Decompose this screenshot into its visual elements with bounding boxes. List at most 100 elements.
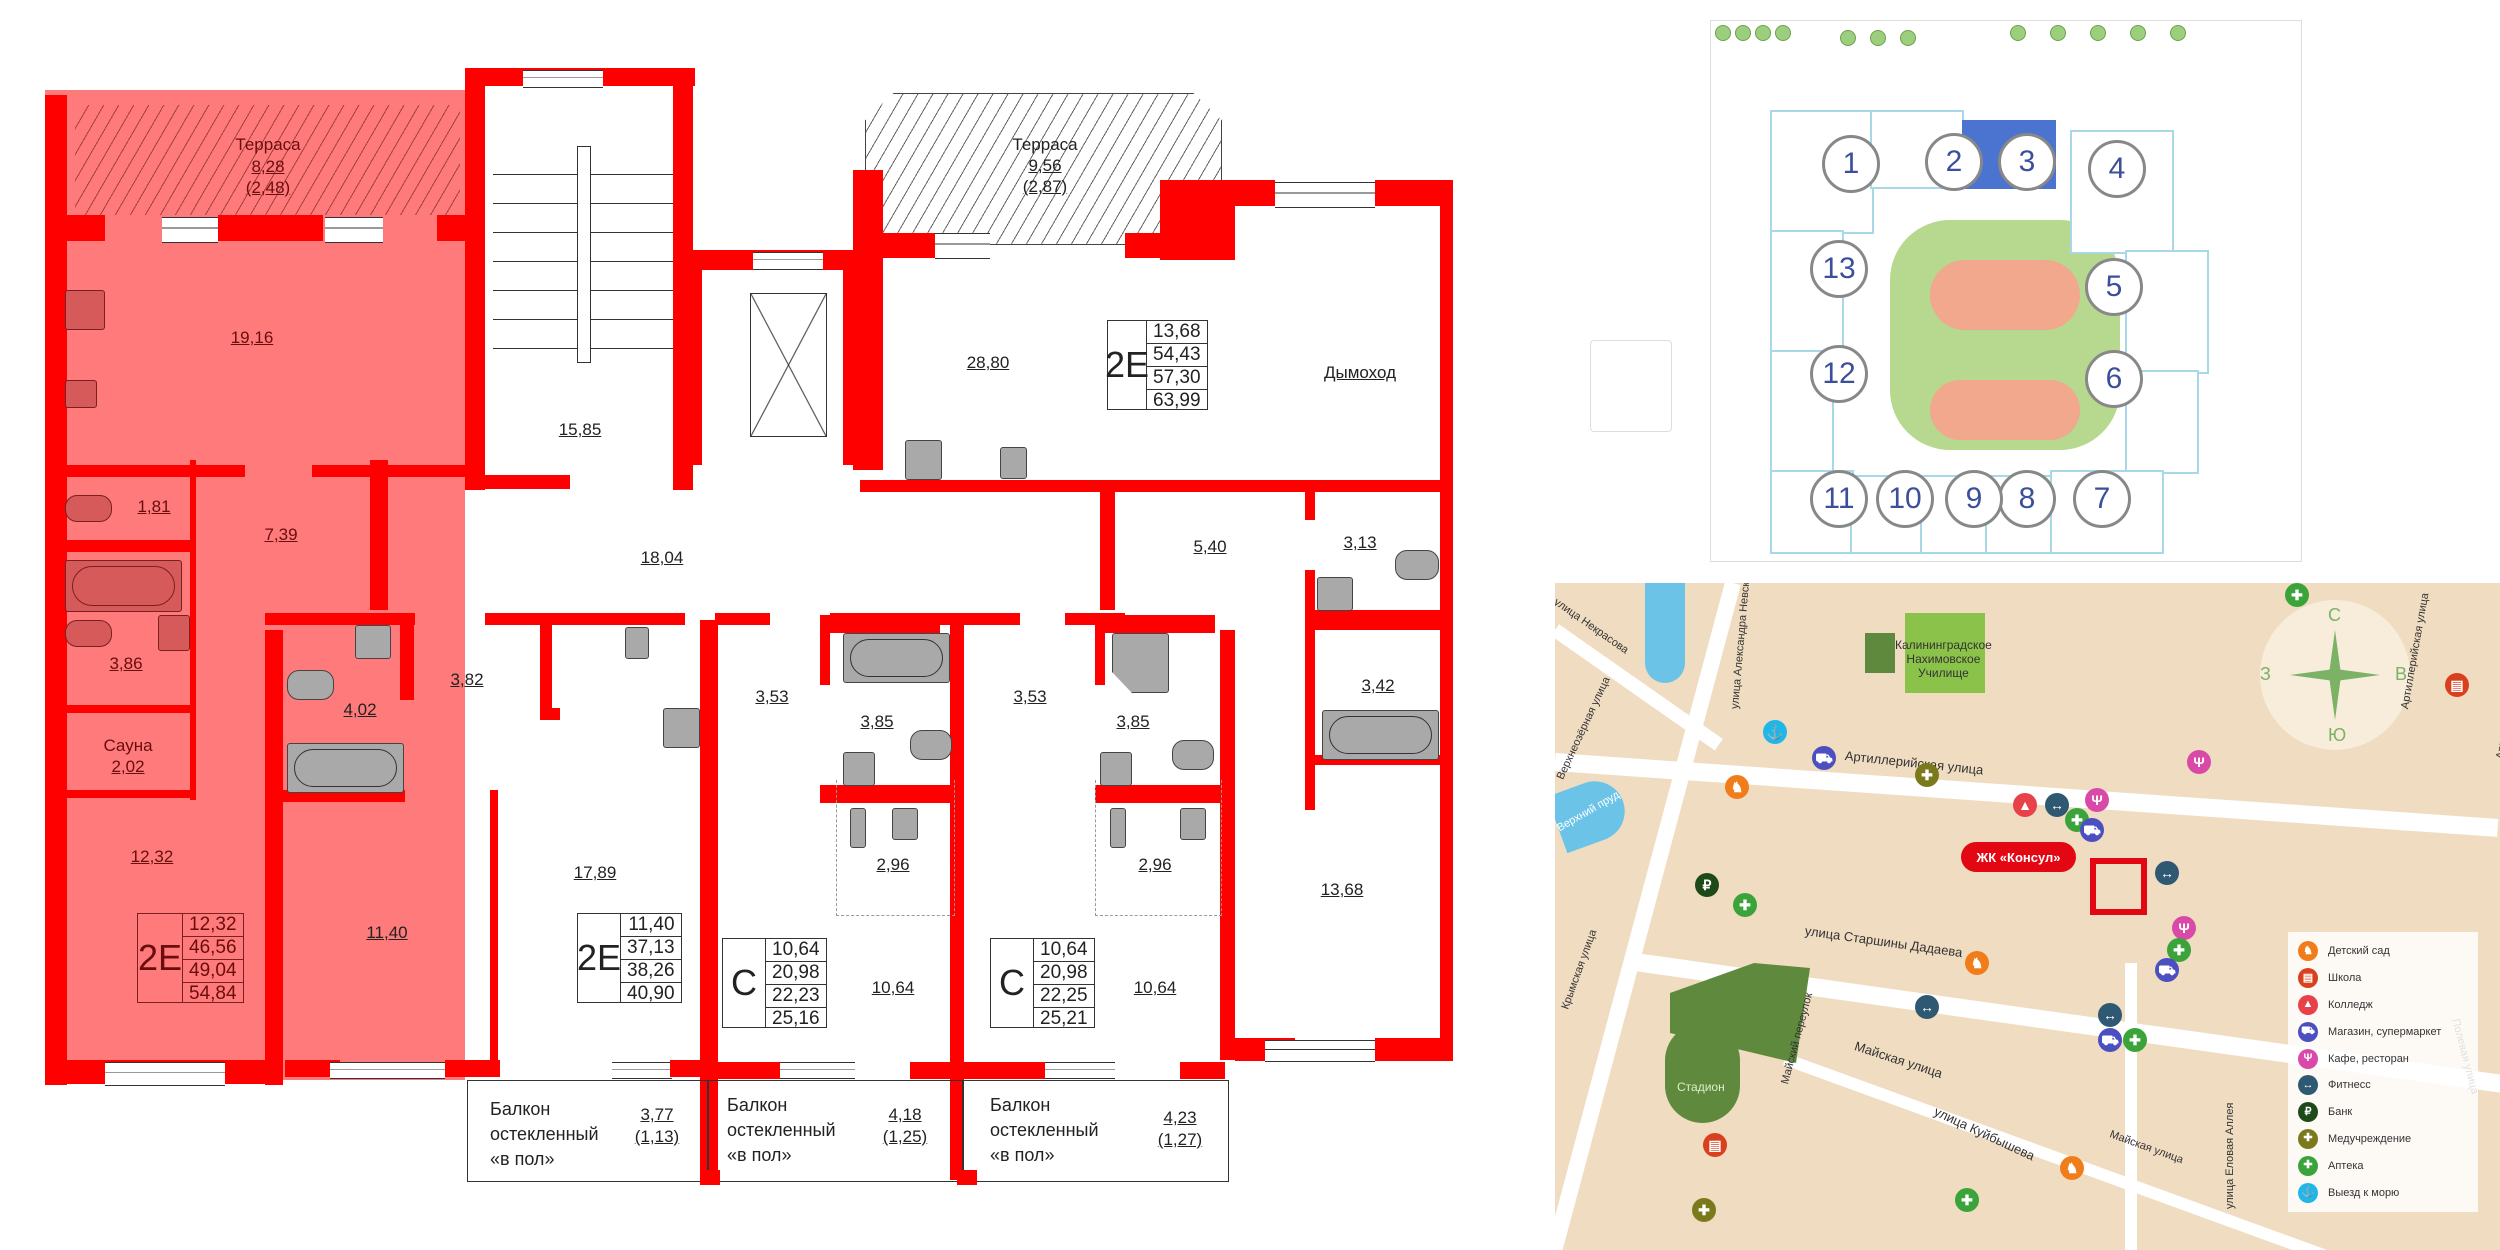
dumbbell-icon[interactable]: ↔: [1915, 995, 1939, 1019]
fork-knife-icon[interactable]: Ψ: [2172, 916, 2196, 940]
room-area-kitchen: 19,16: [230, 328, 274, 347]
building-1[interactable]: 1: [1822, 135, 1880, 193]
pharmacy-cross-icon[interactable]: ✚: [2285, 583, 2309, 607]
balcony-studio-b: [962, 1080, 1229, 1182]
cart-icon[interactable]: ⛟: [2098, 1028, 2122, 1052]
graduation-cap-icon[interactable]: ▲: [2013, 793, 2037, 817]
room-area-corridor: 18,04: [640, 548, 684, 567]
cart-icon[interactable]: ⛟: [2155, 958, 2179, 982]
apartment-type: 2E: [1105, 321, 1149, 409]
dumbbell-icon[interactable]: ↔: [2155, 861, 2179, 885]
ruble-icon: ₽: [2298, 1102, 2318, 1123]
building-6[interactable]: 6: [2085, 350, 2143, 408]
toilet-icon: [65, 620, 112, 647]
washing-machine-icon: [355, 625, 391, 659]
room-area-bedroom-13-68: 13,68: [1320, 880, 1364, 899]
building-3[interactable]: 3: [1998, 133, 2056, 191]
sink-icon: [1180, 808, 1206, 840]
fork-knife-icon[interactable]: Ψ: [2187, 750, 2211, 774]
stove-icon: [905, 440, 942, 480]
book-icon[interactable]: ▤: [1703, 1133, 1727, 1157]
shower-icon: [1112, 633, 1169, 693]
complex-badge[interactable]: ЖК «Консул»: [1961, 842, 2076, 872]
building-2[interactable]: 2: [1925, 133, 1983, 191]
balcony-area-studio-a: 4,18: [888, 1105, 922, 1124]
cart-icon[interactable]: ⛟: [1812, 746, 1836, 770]
apartment-info-box-highlighted[interactable]: 2E 12,32 46,56 49,04 54,84: [137, 913, 244, 1004]
building-13[interactable]: 13: [1810, 240, 1868, 298]
full-area: 63,99: [1153, 390, 1201, 411]
balcony-middle: [467, 1080, 709, 1182]
balcony-coef-studio-a: (1,25): [882, 1127, 928, 1146]
horse-icon[interactable]: ♞: [2060, 1156, 2084, 1180]
fork-knife-icon[interactable]: Ψ: [2085, 788, 2109, 812]
room-area-hall: 7,39: [264, 525, 298, 544]
sink-icon: [65, 380, 97, 408]
graduation-cap-icon: ▲: [2298, 994, 2318, 1015]
bathtub-icon: [287, 743, 404, 793]
toilet-icon: [910, 730, 952, 760]
balcony-area-studio-b: 4,23: [1163, 1108, 1197, 1127]
cart-icon: ⛟: [2298, 1021, 2318, 1042]
horse-icon[interactable]: ♞: [1725, 775, 1749, 799]
medkit-icon[interactable]: ✚: [1915, 763, 1939, 787]
apartment-info-box-studio-a[interactable]: С 10,64 20,98 22,23 25,16: [722, 938, 827, 1029]
pharmacy-cross-icon[interactable]: ✚: [1955, 1188, 1979, 1212]
kitchen-zone-dashed: [836, 780, 955, 916]
apartment-info-box-top[interactable]: 2E 13,68 54,43 57,30 63,99: [1105, 320, 1208, 411]
balcony-label-middle: Балкон остекленный «в пол»: [490, 1099, 599, 1169]
building-12[interactable]: 12: [1810, 345, 1868, 403]
apartment-info-box-studio-b[interactable]: С 10,64 20,98 22,25 25,21: [990, 938, 1095, 1029]
cart-icon[interactable]: ⛟: [2080, 818, 2104, 842]
room-area-room-10-64-b: 10,64: [1133, 978, 1177, 997]
building-5[interactable]: 5: [2085, 258, 2143, 316]
pharmacy-cross-icon[interactable]: ✚: [1733, 893, 1757, 917]
medkit-icon[interactable]: ✚: [1692, 1198, 1716, 1222]
building-11[interactable]: 11: [1810, 470, 1868, 528]
apartment-info-box-middle[interactable]: 2E 11,40 37,13 38,26 40,90: [577, 913, 682, 1004]
legend-item-college: ▲Колледж: [2298, 992, 2468, 1019]
medkit-icon: ✚: [2298, 1128, 2318, 1149]
toilet-icon: [65, 495, 112, 522]
pharmacy-cross-icon[interactable]: ✚: [2167, 938, 2191, 962]
toilet-icon: [1172, 740, 1214, 770]
dumbbell-icon[interactable]: ↔: [2045, 793, 2069, 817]
room-area-room-10-64: 10,64: [871, 978, 915, 997]
building-10[interactable]: 10: [1876, 470, 1934, 528]
kitchen-zone-dashed: [1095, 780, 1222, 916]
pharmacy-cross-icon[interactable]: ✚: [2123, 1028, 2147, 1052]
living-area: 12,32: [183, 914, 243, 937]
toilet-icon: [1395, 550, 1439, 580]
horse-icon[interactable]: ♞: [1965, 951, 1989, 975]
total-area: 54,43: [1147, 344, 1207, 367]
balcony-coef-middle: (1,13): [634, 1127, 680, 1146]
total-area: 20,98: [1034, 962, 1094, 985]
book-icon[interactable]: ▤: [2445, 673, 2469, 697]
building-8[interactable]: 8: [1998, 470, 2056, 528]
room-area-stairwell: 15,85: [558, 420, 602, 439]
balcony-area-middle: 3,77: [640, 1105, 674, 1124]
full-area: 25,16: [772, 1008, 820, 1029]
washing-machine-icon: [843, 752, 875, 786]
dumbbell-icon[interactable]: ↔: [2098, 1003, 2122, 1027]
stove-icon: [850, 808, 866, 848]
sauna-area: 2,02: [111, 757, 145, 776]
building-4[interactable]: 4: [2088, 140, 2146, 198]
legend-item-sea: ⚓Выезд к морю: [2298, 1179, 2468, 1206]
landmark-label: Калининградское Нахимовское Училище: [1895, 638, 1992, 680]
anchor-icon[interactable]: ⚓: [1763, 720, 1787, 744]
building-7[interactable]: 7: [2073, 470, 2131, 528]
room-area-bath-3-85-b: 3,85: [1116, 712, 1150, 731]
building-9[interactable]: 9: [1945, 470, 2003, 528]
room-area-kitchen-17-89: 17,89: [573, 863, 617, 882]
balcony-coef-studio-b: (1,27): [1157, 1130, 1203, 1149]
bathtub-icon: [1322, 710, 1439, 760]
washing-machine-icon: [158, 615, 190, 651]
ruble-icon[interactable]: ₽: [1695, 873, 1719, 897]
apartment-type: 2E: [138, 914, 183, 1002]
room-area-kitchen-2-96: 2,96: [876, 855, 910, 874]
total-area: 46,56: [183, 937, 243, 960]
total-area: 37,13: [621, 937, 681, 960]
complex-outline[interactable]: [2090, 858, 2147, 915]
fork-knife-icon: Ψ: [2298, 1048, 2318, 1069]
